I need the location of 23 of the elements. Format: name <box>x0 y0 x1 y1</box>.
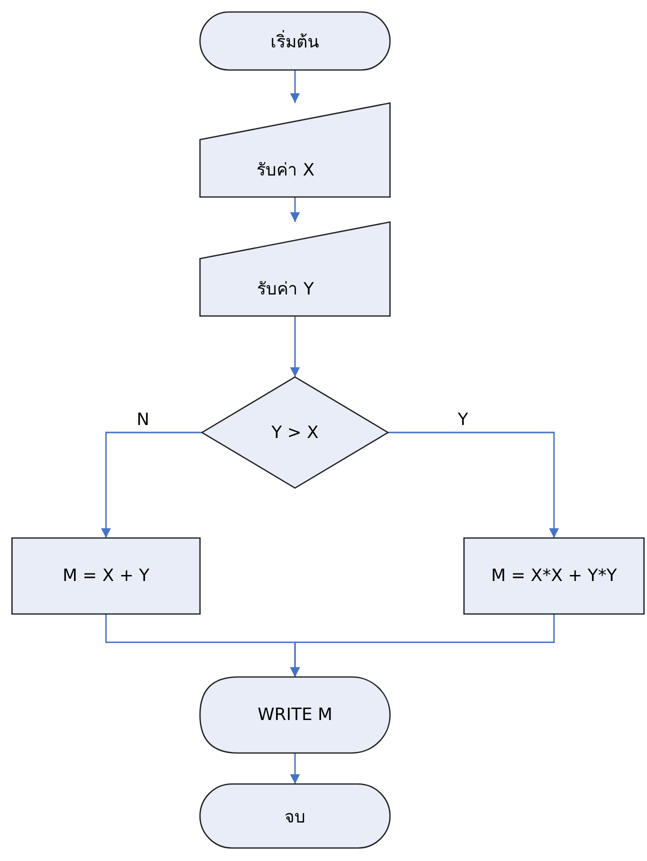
display-shape <box>200 677 390 753</box>
process-box <box>464 538 644 614</box>
arrow <box>290 753 300 784</box>
process-box <box>12 538 200 614</box>
node-label: รับค่า X <box>256 159 315 182</box>
manual-input-shape <box>200 222 390 316</box>
node-label: M = X + Y <box>62 566 150 586</box>
arrow <box>290 614 555 677</box>
arrow <box>290 197 300 222</box>
arrow <box>388 432 559 538</box>
node-label: WRITE M <box>258 705 332 725</box>
decision-diamond <box>202 377 388 488</box>
arrow <box>290 70 300 103</box>
end-terminator <box>200 784 390 848</box>
manual-input-shape <box>200 103 390 197</box>
node-label: M = X*X + Y*Y <box>491 566 617 586</box>
node-label: เริ่มต้น <box>270 28 320 54</box>
node-label: รับค่า Y <box>257 278 314 302</box>
arrow <box>101 432 202 538</box>
arrow <box>290 316 300 377</box>
start-terminator <box>200 12 390 70</box>
node-label: Y > X <box>271 422 319 442</box>
node-label: จบ <box>284 806 306 830</box>
